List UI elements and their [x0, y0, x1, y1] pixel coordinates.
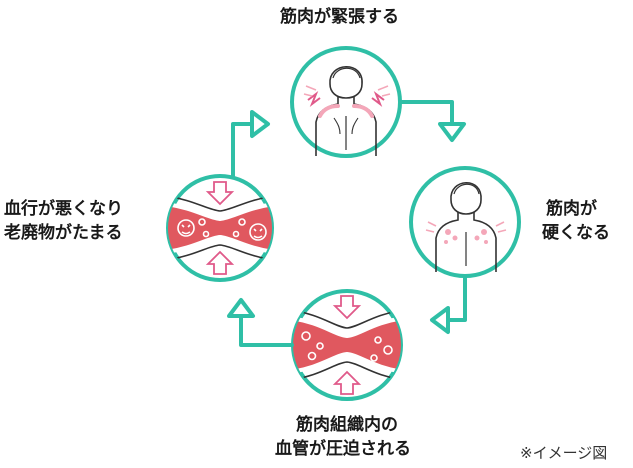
left-circle [166, 174, 274, 282]
flow-arrows [227, 100, 467, 347]
top-label: 筋肉が緊張する [280, 7, 399, 27]
left-label-line2: 老廃物がたまる [4, 223, 123, 243]
arrow-left-to-top [231, 110, 270, 178]
stiff-back-icon [425, 182, 507, 272]
bottom-circle [291, 289, 403, 401]
arrow-right-to-bottom [430, 276, 467, 334]
image-note: ※イメージ図 [520, 444, 608, 462]
top-circle [290, 46, 402, 158]
right-label-line2: 硬くなる [542, 223, 610, 243]
left-label-line1: 血行が悪くなり [4, 199, 123, 219]
bottom-label-line2: 血管が圧迫される [275, 439, 411, 459]
compressed-vessel-icon [293, 295, 401, 395]
right-circle [409, 166, 521, 278]
waste-buildup-vessel-icon [168, 181, 272, 275]
right-label-line1: 筋肉が [546, 199, 597, 219]
arrow-bottom-to-left [227, 298, 294, 347]
bottom-label-line1: 筋肉組織内の [296, 415, 398, 435]
arrow-top-to-right [399, 100, 466, 142]
shoulder-tension-icon [303, 65, 391, 156]
